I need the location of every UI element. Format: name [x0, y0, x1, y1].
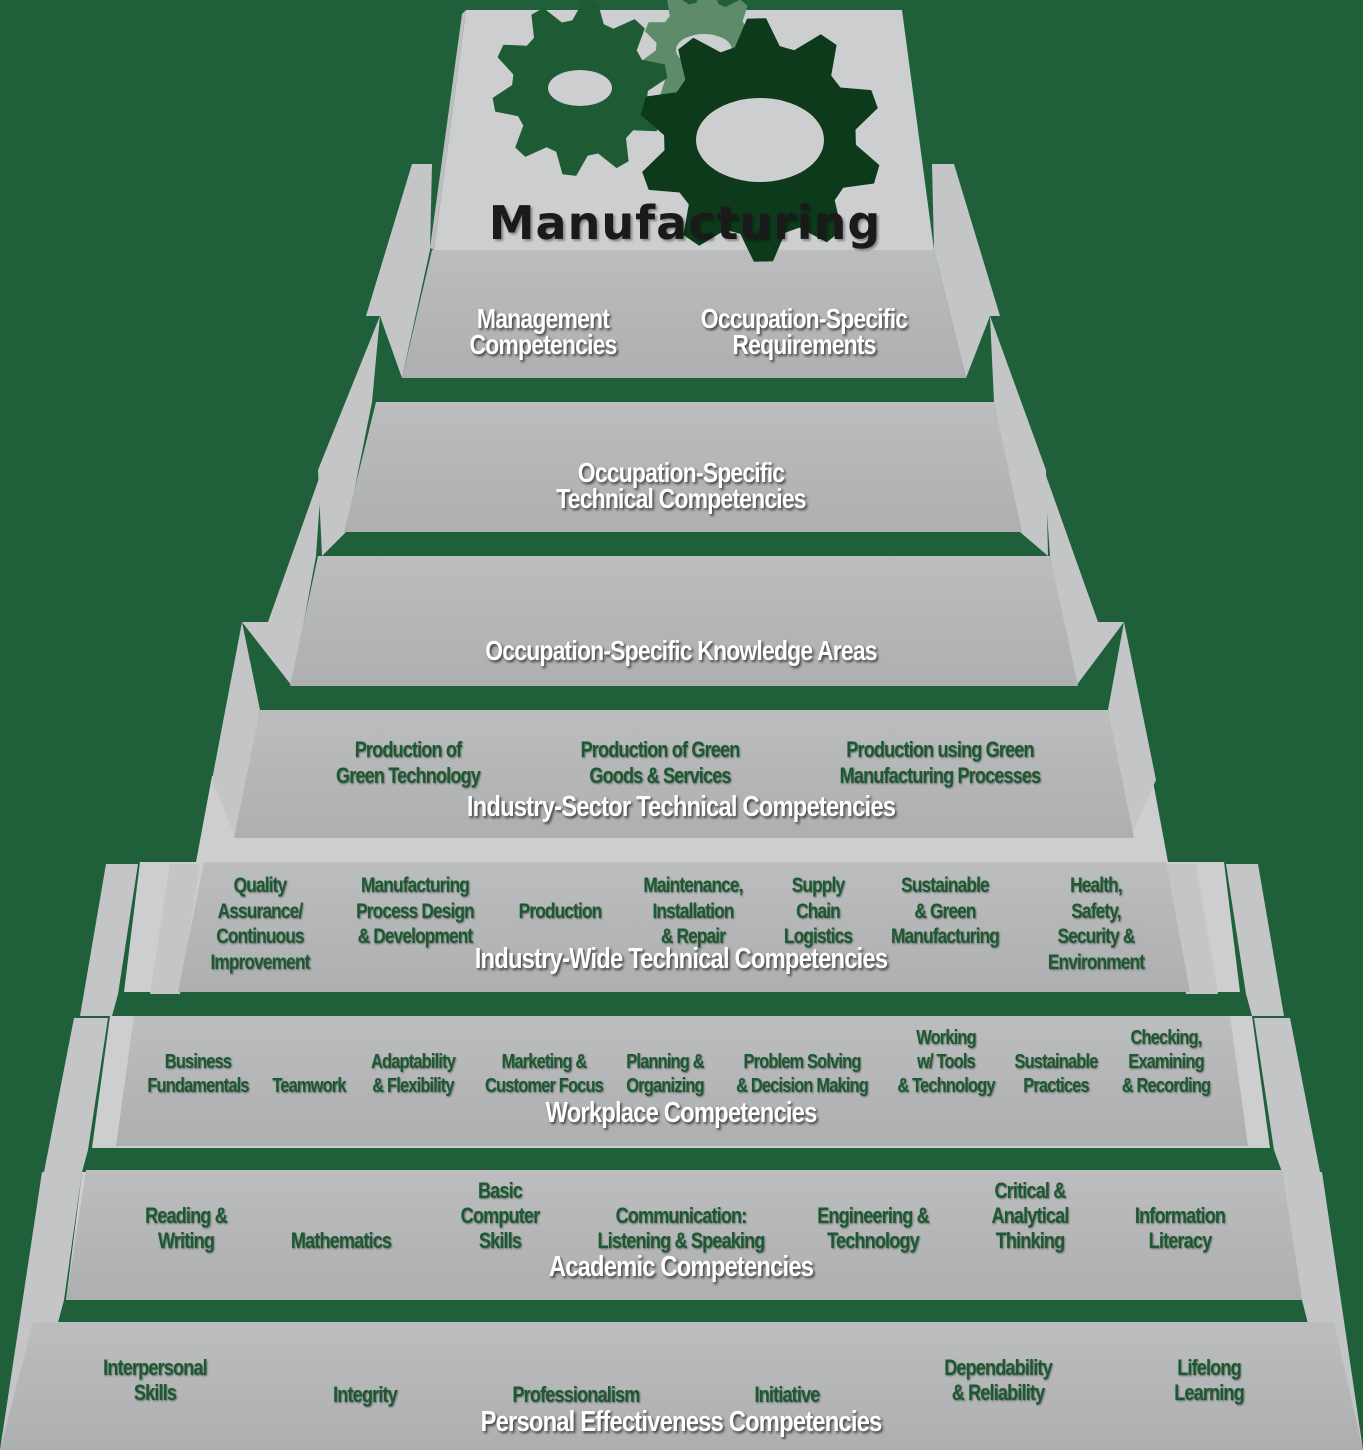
tier5-face	[178, 862, 1190, 992]
tier5-side-left	[150, 864, 200, 994]
tier2-face	[0, 1322, 1363, 1450]
tier4-face	[116, 1016, 1248, 1146]
gear-icon-large	[640, 18, 880, 262]
tier5-item: Production	[518, 900, 602, 923]
industry-wide-technical-label: Industry-Wide Technical Competencies	[474, 943, 888, 975]
tier3-item: Basic Computer Skills	[460, 1178, 540, 1253]
tier4-item: Adaptability & Flexibility	[370, 1051, 456, 1097]
tier2-item: Lifelong Learning	[1174, 1355, 1244, 1405]
tier2-item: Professionalism	[512, 1382, 640, 1407]
top-block-side-left	[430, 10, 466, 250]
tier9-side-right	[932, 164, 1000, 378]
tier6-item: Production using Green Manufacturing Pro…	[839, 737, 1042, 788]
tier4-item: Sustainable Practices	[1014, 1051, 1098, 1097]
tier2-item: Dependability & Reliability	[944, 1355, 1052, 1405]
tier6-face	[234, 710, 1134, 838]
tier3-item: Information Literacy	[1134, 1203, 1226, 1253]
tier8-side-left	[318, 316, 380, 556]
industry-sector-technical-label: Industry-Sector Technical Competencies	[466, 791, 896, 823]
tier3-face	[66, 1170, 1302, 1300]
tier3-item: Critical & Analytical Thinking	[991, 1178, 1069, 1253]
tier9-face	[402, 250, 966, 378]
tier8-face	[344, 402, 1022, 532]
tier3-item: Reading & Writing	[145, 1203, 228, 1253]
tier4-side-left	[80, 864, 138, 1016]
tier4-item: Planning & Organizing	[626, 1051, 704, 1097]
tier3-item: Mathematics	[290, 1228, 392, 1253]
pyramid-title: Manufacturing	[488, 196, 882, 250]
management-competencies-label: Management Competencies	[469, 303, 617, 360]
academic-competencies-label: Academic Competencies	[548, 1251, 814, 1283]
tier3-side-right	[1254, 1018, 1320, 1172]
tier3-side-left	[44, 1018, 108, 1172]
tier7-side-left	[242, 470, 322, 686]
tier5-item: Quality Assurance/ Continuous Improvemen…	[210, 874, 310, 974]
tier4-item: Marketing & Customer Focus	[485, 1051, 604, 1097]
occupation-specific-requirements-label: Occupation-Specific Requirements	[700, 303, 908, 360]
tier5-item: Supply Chain Logistics	[783, 874, 853, 948]
tier4-side-right	[1226, 864, 1284, 1016]
occupation-specific-technical-label: Occupation-Specific Technical Competenci…	[556, 457, 806, 514]
personal-effectiveness-label: Personal Effectiveness Competencies	[480, 1406, 883, 1438]
tier7-face	[290, 556, 1078, 686]
tier6-item: Production of Green Technology	[336, 737, 481, 788]
tier4-item: Checking, Examining & Recording	[1121, 1027, 1211, 1097]
tier7-side-right	[1044, 470, 1124, 686]
tier4-item: Working w/ Tools & Technology	[897, 1027, 995, 1097]
tier2-item: Interpersonal Skills	[103, 1355, 207, 1405]
tier6-side-left	[212, 622, 260, 838]
tier3-item: Engineering & Technology	[817, 1203, 929, 1253]
tier5-item: Manufacturing Process Design & Developme…	[356, 874, 475, 948]
tier2-item: Integrity	[333, 1382, 398, 1407]
workplace-competencies-label: Workplace Competencies	[545, 1097, 818, 1129]
tier5-item: Health, Safety, Security & Environment	[1047, 874, 1145, 974]
tier4-item: Teamwork	[272, 1075, 346, 1097]
gear-icon-left	[492, 0, 668, 176]
tier5-item: Sustainable & Green Manufacturing	[891, 874, 1000, 948]
tier9-side-left	[366, 164, 432, 378]
tier5-side-right	[1166, 864, 1218, 994]
tier4-item: Business Fundamentals	[147, 1051, 249, 1097]
tier2-item: Initiative	[754, 1382, 821, 1407]
occupation-specific-knowledge-label: Occupation-Specific Knowledge Areas	[485, 635, 877, 666]
tier6-item: Production of Green Goods & Services	[580, 737, 741, 788]
tier4-item: Problem Solving & Decision Making	[736, 1051, 869, 1097]
tier3-item: Communication: Listening & Speaking	[597, 1203, 765, 1253]
tier6-side-right	[1108, 622, 1156, 838]
tier5-item: Maintenance, Installation & Repair	[643, 874, 743, 948]
tier8-side-right	[990, 316, 1048, 556]
